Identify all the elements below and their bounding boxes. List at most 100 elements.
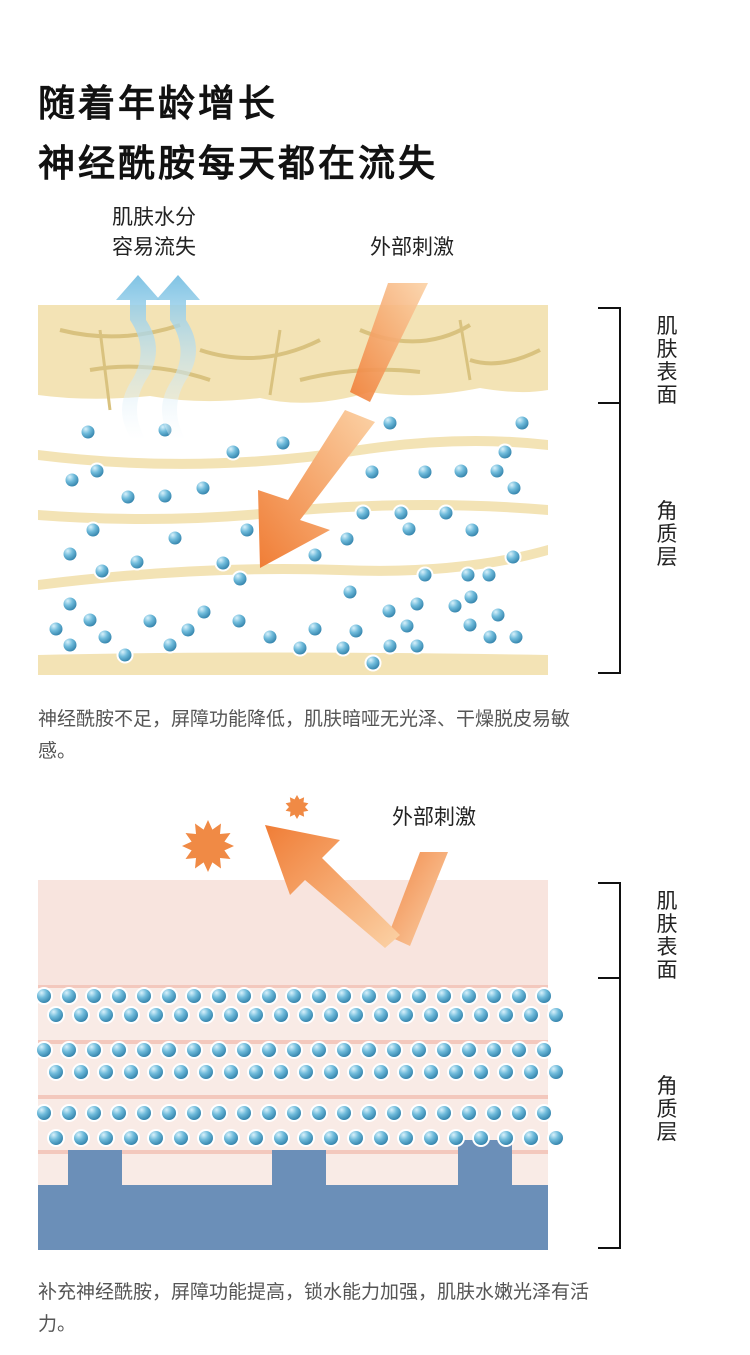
ceramide-ball [310, 1104, 328, 1122]
ceramide-ball [172, 1006, 190, 1024]
ceramide-ball [147, 1129, 165, 1147]
ceramide-ball [81, 611, 99, 629]
ceramide-ball [197, 1129, 215, 1147]
ceramide-ball [372, 1129, 390, 1147]
ceramide-ball [110, 987, 128, 1005]
ceramide-ball [235, 1104, 253, 1122]
ceramide-ball [547, 1006, 565, 1024]
ceramide-ball [397, 1006, 415, 1024]
ceramide-ball [380, 602, 398, 620]
ceramide-ball [447, 1063, 465, 1081]
ceramide-ball [400, 520, 418, 538]
ceramide-ball [97, 1006, 115, 1024]
ceramide-ball [481, 628, 499, 646]
dense-ceramide-balls [35, 987, 565, 1147]
ceramide-ball [322, 1129, 340, 1147]
ceramide-ball [447, 1006, 465, 1024]
ceramide-ball [410, 1104, 428, 1122]
ceramide-ball [322, 1063, 340, 1081]
ceramide-ball [231, 570, 249, 588]
ceramide-ball [335, 1041, 353, 1059]
ceramide-ball [422, 1006, 440, 1024]
ceramide-ball [416, 463, 434, 481]
stimulus-label-1: 外部刺激 [370, 235, 454, 259]
ceramide-ball [85, 1041, 103, 1059]
layer-bracket-1 [598, 307, 621, 674]
ceramide-ball [166, 529, 184, 547]
ceramide-ball [97, 1129, 115, 1147]
ceramide-ball [422, 1129, 440, 1147]
ceramide-ball [61, 545, 79, 563]
ceramide-ball [210, 987, 228, 1005]
ceramide-ball [497, 1129, 515, 1147]
ceramide-ball [247, 1129, 265, 1147]
ceramide-ball [285, 987, 303, 1005]
ceramide-ball [272, 1006, 290, 1024]
title-line-2: 神经酰胺每天都在流失 [38, 142, 438, 185]
ceramide-ball [93, 562, 111, 580]
ceramide-ball [522, 1129, 540, 1147]
ceramide-ball [372, 1006, 390, 1024]
ceramide-ball [485, 987, 503, 1005]
ceramide-ball [156, 487, 174, 505]
ceramide-ball [505, 479, 523, 497]
ceramide-ball [63, 471, 81, 489]
ceramide-ball [210, 1104, 228, 1122]
ceramide-ball [322, 1006, 340, 1024]
ceramide-ball [410, 987, 428, 1005]
ceramide-ball [504, 548, 522, 566]
ceramide-ball [435, 987, 453, 1005]
ceramide-ball [510, 1041, 528, 1059]
ceramide-ball [214, 554, 232, 572]
caption-2: 补充神经酰胺，屏障功能提高，锁水能力加强，肌肤水嫩光泽有活力。 [38, 1281, 590, 1335]
ceramide-ball [291, 639, 309, 657]
water-loss-label-line1: 肌肤水分 [112, 205, 196, 229]
ceramide-ball [235, 1041, 253, 1059]
bracket-label-stratum-2: 角质层 [656, 1074, 678, 1144]
ceramide-ball [60, 987, 78, 1005]
ceramide-ball [61, 636, 79, 654]
ceramide-ball [510, 1104, 528, 1122]
healthy-skin-layers [38, 880, 548, 1250]
caption-1: 神经酰胺不足，屏障功能降低，肌肤暗哑无光泽、干燥脱皮易敏感。 [38, 708, 571, 762]
ceramide-ball [360, 987, 378, 1005]
ceramide-ball [272, 1063, 290, 1081]
ceramide-ball [261, 628, 279, 646]
title-line-1: 随着年龄增长 [38, 82, 278, 125]
ceramide-ball [335, 1104, 353, 1122]
ceramide-ball [341, 583, 359, 601]
ceramide-ball [35, 987, 53, 1005]
ceramide-ball [535, 987, 553, 1005]
ceramide-ball [285, 1104, 303, 1122]
ceramide-ball [60, 1041, 78, 1059]
ceramide-ball [272, 1129, 290, 1147]
ceramide-ball [372, 1063, 390, 1081]
ceramide-ball [360, 1041, 378, 1059]
ceramide-ball [72, 1063, 90, 1081]
ceramide-ball [247, 1063, 265, 1081]
ceramide-ball [110, 1041, 128, 1059]
ceramide-ball [354, 504, 372, 522]
stimulus-arrow-deflected [265, 825, 448, 948]
ceramide-ball [197, 1063, 215, 1081]
ceramide-ball [160, 987, 178, 1005]
ceramide-ball [392, 504, 410, 522]
bracket-label-stratum-1: 角质层 [656, 499, 678, 569]
ceramide-ball [238, 521, 256, 539]
ceramide-ball [122, 1006, 140, 1024]
ceramide-ball [385, 987, 403, 1005]
ceramide-ball [96, 628, 114, 646]
ceramide-ball [110, 1104, 128, 1122]
ceramide-ball [347, 1129, 365, 1147]
ceramide-ball [363, 463, 381, 481]
ceramide-ball [385, 1104, 403, 1122]
ceramide-ball [128, 553, 146, 571]
ceramide-ball [497, 1063, 515, 1081]
ceramide-ball [195, 603, 213, 621]
ceramide-ball [222, 1129, 240, 1147]
ceramide-ball [472, 1006, 490, 1024]
bracket-label-surface-1: 肌肤表面 [656, 314, 678, 407]
ceramide-ball [452, 462, 470, 480]
ceramide-ball [347, 1006, 365, 1024]
